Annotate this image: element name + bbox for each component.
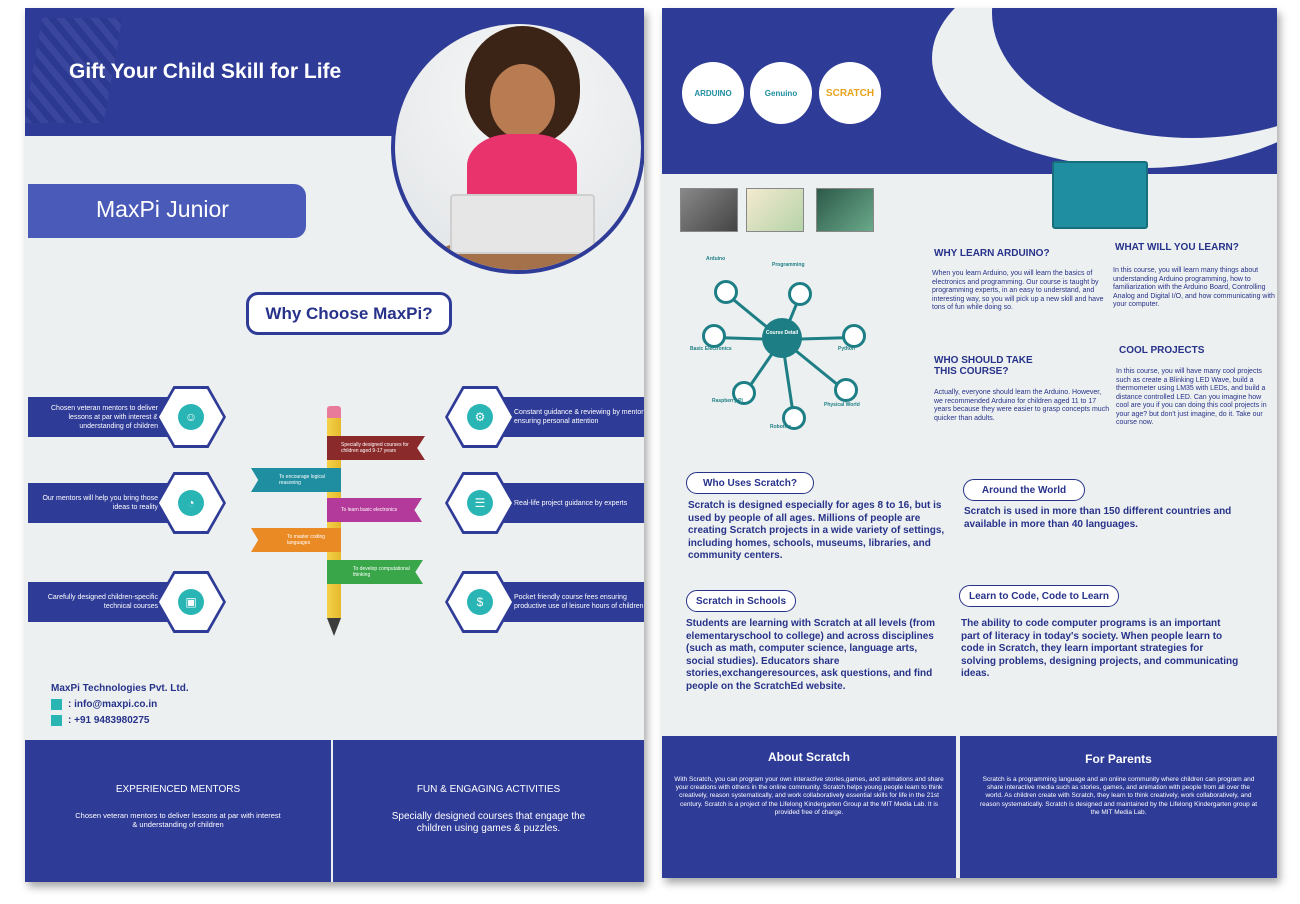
- learn-code-pill: Learn to Code, Code to Learn: [959, 585, 1119, 607]
- brand-name: MaxPi Junior: [96, 196, 229, 222]
- mentors-title: EXPERIENCED MENTORS: [115, 784, 241, 795]
- feature-hex-right-3: $: [445, 571, 515, 633]
- wheel-node: [842, 324, 866, 348]
- pencil-flag-2: To encourage logical reasoning: [251, 468, 341, 492]
- wheel-node: [782, 406, 806, 430]
- phone-text: : +91 9483980275: [68, 715, 150, 726]
- schools-pill: Scratch in Schools: [686, 590, 796, 612]
- wheel-node: [732, 381, 756, 405]
- for-parents-text: Scratch is a programming language and an…: [979, 776, 1257, 816]
- why-choose-heading: Why Choose MaxPi?: [246, 292, 452, 335]
- who-should-title: WHO SHOULD TAKE THIS COURSE?: [934, 355, 1033, 377]
- genuino-logo: Genuino: [750, 62, 812, 124]
- document-icon: ☰: [467, 490, 493, 516]
- wheel-node: [702, 324, 726, 348]
- child-photo: [391, 20, 644, 274]
- monitor-icon: ▣: [178, 589, 204, 615]
- feature-text: Our mentors will help you bring those id…: [42, 495, 158, 511]
- who-uses-text: Scratch is designed especially for ages …: [688, 500, 945, 561]
- pencil-flag-5: To develop computational thinking: [327, 560, 423, 584]
- schools-text: Students are learning with Scratch at al…: [686, 618, 935, 692]
- pencil-flag-1: Specially designed courses for children …: [327, 436, 425, 460]
- mail-icon: [51, 698, 62, 710]
- what-learn-text: In this course, you will learn many thin…: [1113, 267, 1275, 308]
- user-icon: ☺: [178, 404, 204, 430]
- feature-hex-right-2: ☰: [445, 472, 515, 534]
- feature-text: Real-life project guidance by experts: [514, 499, 628, 507]
- piggy-bank-icon: $: [467, 589, 493, 615]
- wheel-label: Physical World: [824, 402, 860, 408]
- pencil-flag-4: To master coding languages: [251, 528, 341, 552]
- wheel-label: Robotics: [770, 424, 792, 430]
- feature-text: Carefully designed children-specific tec…: [47, 594, 158, 610]
- wheel-label: Raspberry Pi: [712, 398, 743, 404]
- bottom-activities-box: FUN & ENGAGING ACTIVITIES Specially desi…: [333, 740, 644, 882]
- wheel-node: [834, 378, 858, 402]
- right-brochure-page: ARDUINO Genuino SCRATCH Course Detail Ar…: [662, 8, 1277, 878]
- about-scratch-title: About Scratch: [767, 750, 850, 764]
- left-brochure-page: Gift Your Child Skill for Life MaxPi Jun…: [25, 8, 644, 882]
- gauge-icon: ◔: [178, 490, 204, 516]
- activities-title: FUN & ENGAGING ACTIVITIES: [416, 784, 561, 795]
- pencil-tip: [327, 618, 341, 636]
- wheel-label: Arduino: [706, 256, 726, 262]
- cool-projects-text: In this course, you will have many cool …: [1116, 368, 1267, 426]
- arduino-board-image: [1052, 161, 1148, 229]
- phone-icon: [51, 714, 62, 726]
- activities-text: Specially designed courses that engage t…: [391, 811, 586, 834]
- feature-hex-right-1: ⚙: [445, 386, 515, 448]
- around-world-pill: Around the World: [963, 479, 1085, 501]
- around-world-text: Scratch is used in more than 150 differe…: [964, 506, 1232, 530]
- header-title: Gift Your Child Skill for Life: [69, 60, 342, 83]
- pencil-flag-3: To learn basic electronics: [327, 498, 422, 522]
- feature-hex-left-3: ▣: [156, 571, 226, 633]
- why-arduino-text: When you learn Arduino, you will learn t…: [932, 270, 1104, 311]
- wheel-label: Programming: [772, 262, 805, 268]
- arduino-logo: ARDUINO: [682, 62, 744, 124]
- for-parents-title: For Parents: [1085, 752, 1152, 766]
- about-scratch-box: About Scratch With Scratch, you can prog…: [662, 736, 956, 878]
- email-row: : info@maxpi.co.in: [51, 697, 189, 713]
- bottom-mentors-box: EXPERIENCED MENTORS Chosen veteran mento…: [25, 740, 331, 882]
- for-parents-box: For Parents Scratch is a programming lan…: [960, 736, 1277, 878]
- photo-face: [490, 64, 555, 139]
- feature-text: Pocket friendly course fees ensuring pro…: [514, 594, 644, 610]
- feature-text: Chosen veteran mentors to deliver lesson…: [51, 404, 158, 430]
- wheel-hub: [762, 318, 802, 358]
- feature-hex-left-2: ◔: [156, 472, 226, 534]
- feature-text: Constant guidance & reviewing by mentor …: [514, 409, 644, 425]
- wheel-node: [788, 282, 812, 306]
- gear-icon: ⚙: [467, 404, 493, 430]
- email-text: : info@maxpi.co.in: [68, 699, 158, 710]
- phone-row: : +91 9483980275: [51, 713, 189, 729]
- why-arduino-title: WHY LEARN ARDUINO?: [934, 248, 1050, 259]
- pencil-eraser: [327, 406, 341, 420]
- feature-hex-left-1: ☺: [156, 386, 226, 448]
- who-uses-pill: Who Uses Scratch?: [686, 472, 814, 494]
- wheel-node: [714, 280, 738, 304]
- what-learn-title: WHAT WILL YOU LEARN?: [1115, 242, 1239, 253]
- wheel-label: Basic Electronics: [690, 346, 732, 352]
- brand-banner: MaxPi Junior: [28, 184, 306, 238]
- scratch-logo: SCRATCH: [819, 62, 881, 124]
- who-should-text: Actually, everyone should learn the Ardu…: [934, 389, 1110, 422]
- mentors-text: Chosen veteran mentors to deliver lesson…: [75, 811, 281, 829]
- contact-block: MaxPi Technologies Pvt. Ltd. : info@maxp…: [51, 681, 189, 729]
- wheel-label: Python: [838, 346, 855, 352]
- photo-laptop: [450, 194, 595, 254]
- hub-label: Course Detail: [765, 330, 799, 336]
- cartoon-thumbnail: [746, 188, 804, 232]
- about-scratch-text: With Scratch, you can program your own i…: [674, 776, 944, 816]
- cool-projects-title: COOL PROJECTS: [1119, 345, 1205, 356]
- company-name: MaxPi Technologies Pvt. Ltd.: [51, 683, 189, 694]
- learn-code-text: The ability to code computer programs is…: [961, 618, 1239, 679]
- scratch-thumbnail: [680, 188, 738, 232]
- game-thumbnail: [816, 188, 874, 232]
